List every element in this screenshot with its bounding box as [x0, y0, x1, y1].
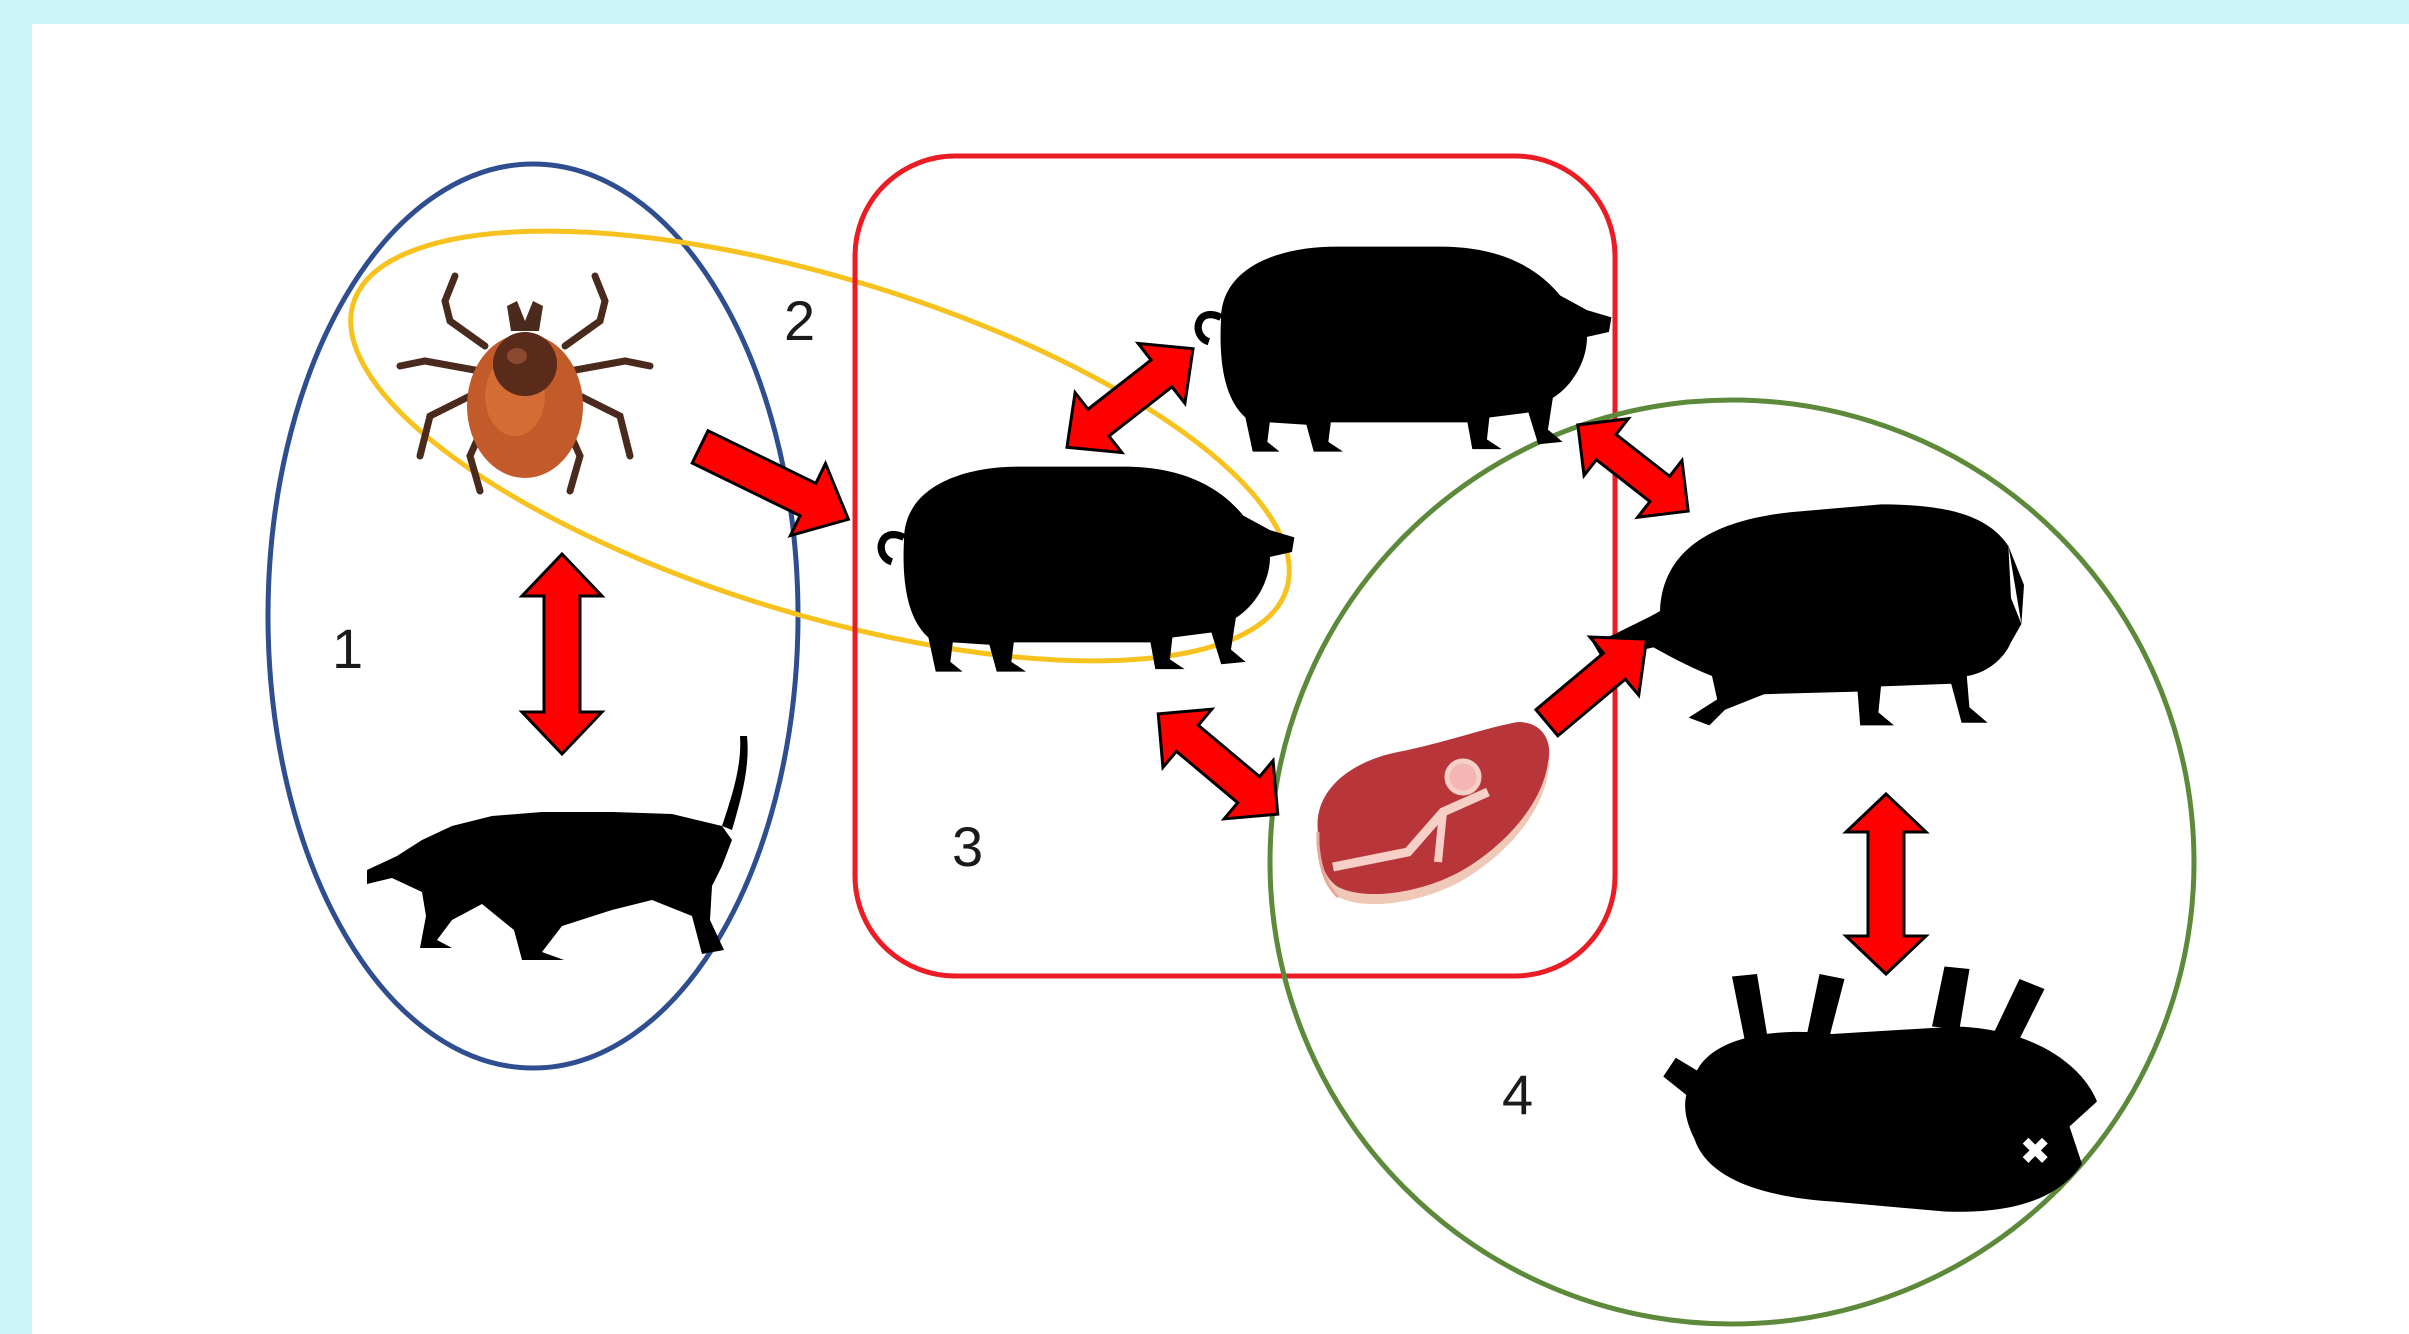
wild-boar-icon	[1592, 504, 2024, 725]
arrow-pig-to-pig	[1044, 319, 1217, 477]
cycle-1-label: 1	[332, 617, 363, 680]
meat-icon	[1318, 722, 1550, 904]
cycle-2-outline	[304, 143, 1336, 750]
cycle-2-label: 2	[784, 289, 815, 352]
svg-text:✖: ✖	[2020, 1129, 2051, 1173]
warthog-icon	[367, 736, 748, 960]
tick-icon	[400, 276, 650, 491]
diagram-canvas: 1 2 3 4	[32, 24, 2409, 1334]
cycle-3-label: 3	[952, 815, 983, 878]
cycle-4-label: 4	[1502, 1063, 1533, 1126]
arrow-pig-to-meat	[1134, 685, 1302, 843]
arrow-tick-to-warthog	[522, 554, 602, 754]
carcass-icon: ✖	[1663, 967, 2097, 1212]
domestic-pig-top-icon	[1198, 247, 1611, 452]
arrow-wild-boar-to-carcass	[1846, 794, 1926, 974]
arrow-pig-to-wild-boar	[1556, 397, 1711, 540]
transmission-cycle-diagram: 1 2 3 4	[32, 24, 2409, 1334]
